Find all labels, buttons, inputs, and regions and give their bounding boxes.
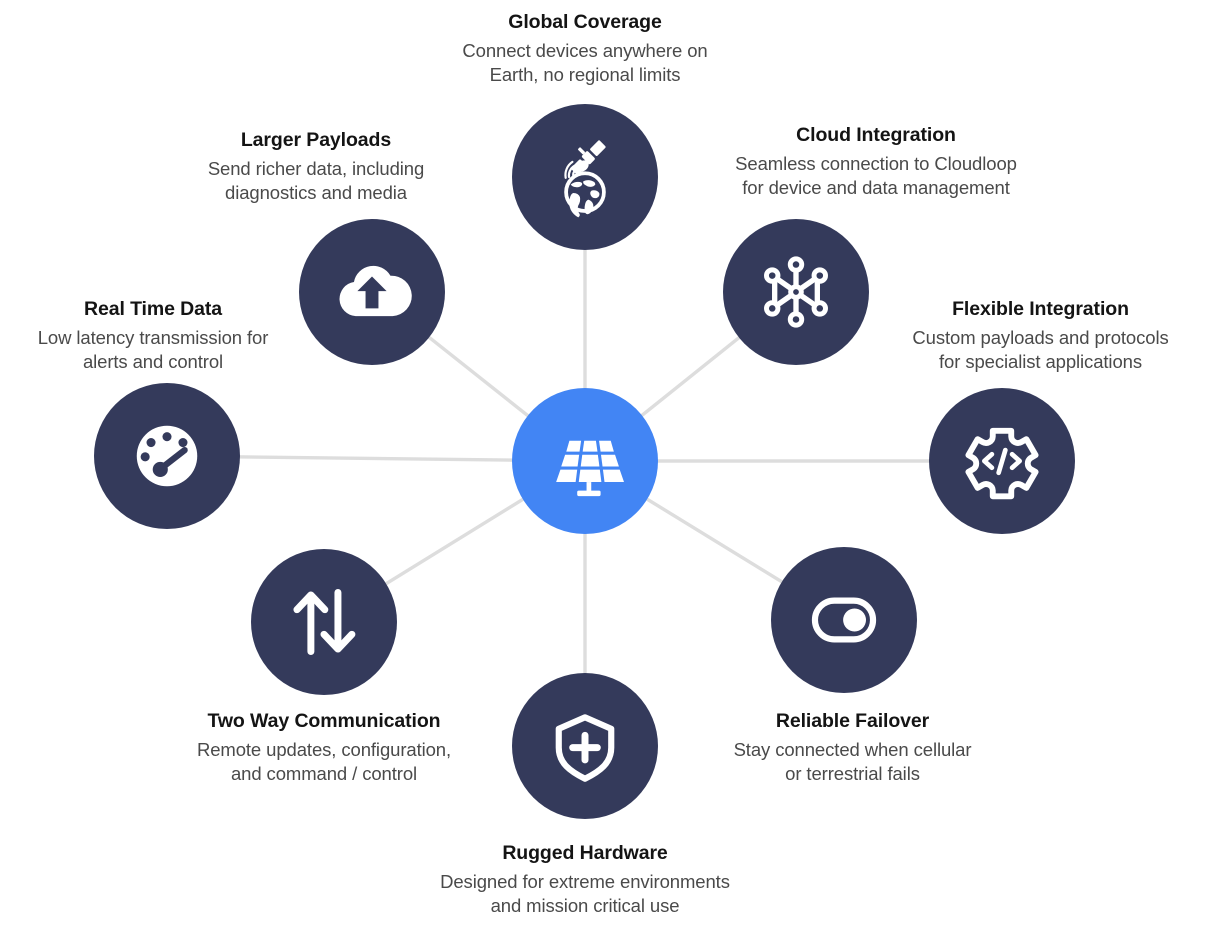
label-flexible-integration: Flexible Integration Custom payloads and… — [888, 297, 1193, 375]
node-larger-payloads[interactable] — [299, 219, 445, 365]
node-two-way-communication[interactable] — [251, 549, 397, 695]
node-reliable-failover[interactable] — [771, 547, 917, 693]
desc-real-time-data: Low latency transmission for alerts and … — [37, 326, 269, 373]
gauge-icon — [125, 414, 209, 498]
desc-larger-payloads: Send richer data, including diagnostics … — [207, 157, 425, 204]
title-two-way-communication: Two Way Communication — [207, 710, 441, 732]
title-rugged-hardware: Rugged Hardware — [502, 842, 668, 864]
desc-reliable-failover: Stay connected when cellular or terrestr… — [733, 738, 972, 785]
desc-flexible-integration: Custom payloads and protocols for specia… — [912, 326, 1169, 373]
node-rugged-hardware[interactable] — [512, 673, 658, 819]
node-real-time-data[interactable] — [94, 383, 240, 529]
toggle-switch-icon — [800, 576, 888, 664]
title-flexible-integration: Flexible Integration — [952, 298, 1129, 320]
up-down-arrows-icon — [283, 581, 365, 663]
title-real-time-data: Real Time Data — [83, 298, 223, 320]
label-two-way-communication: Two Way Communication Remote updates, co… — [130, 709, 518, 787]
desc-two-way-communication: Remote updates, configuration, and comma… — [196, 738, 452, 785]
node-global-coverage[interactable] — [512, 104, 658, 250]
label-global-coverage: Global Coverage Connect devices anywhere… — [375, 10, 795, 88]
label-real-time-data: Real Time Data Low latency transmission … — [10, 297, 296, 375]
desc-rugged-hardware: Designed for extreme environments and mi… — [440, 870, 730, 917]
label-cloud-integration: Cloud Integration Seamless connection to… — [670, 123, 1082, 201]
title-reliable-failover: Reliable Failover — [775, 710, 930, 732]
title-cloud-integration: Cloud Integration — [796, 124, 956, 146]
title-global-coverage: Global Coverage — [508, 11, 662, 33]
solar-panel-icon — [546, 422, 624, 500]
label-larger-payloads: Larger Payloads Send richer data, includ… — [112, 128, 520, 206]
desc-cloud-integration: Seamless connection to Cloudloop for dev… — [735, 152, 1017, 199]
satellite-globe-icon — [543, 135, 627, 219]
label-reliable-failover: Reliable Failover Stay connected when ce… — [700, 709, 1005, 787]
node-flexible-integration[interactable] — [929, 388, 1075, 534]
cloud-upload-icon — [329, 249, 415, 335]
desc-global-coverage: Connect devices anywhere on Earth, no re… — [462, 39, 708, 86]
title-larger-payloads: Larger Payloads — [240, 129, 392, 151]
gear-code-icon — [960, 419, 1044, 503]
network-nodes-icon — [755, 251, 837, 333]
node-cloud-integration[interactable] — [723, 219, 869, 365]
shield-plus-icon — [544, 705, 626, 787]
hub-node[interactable] — [512, 388, 658, 534]
label-rugged-hardware: Rugged Hardware Designed for extreme env… — [375, 841, 795, 919]
